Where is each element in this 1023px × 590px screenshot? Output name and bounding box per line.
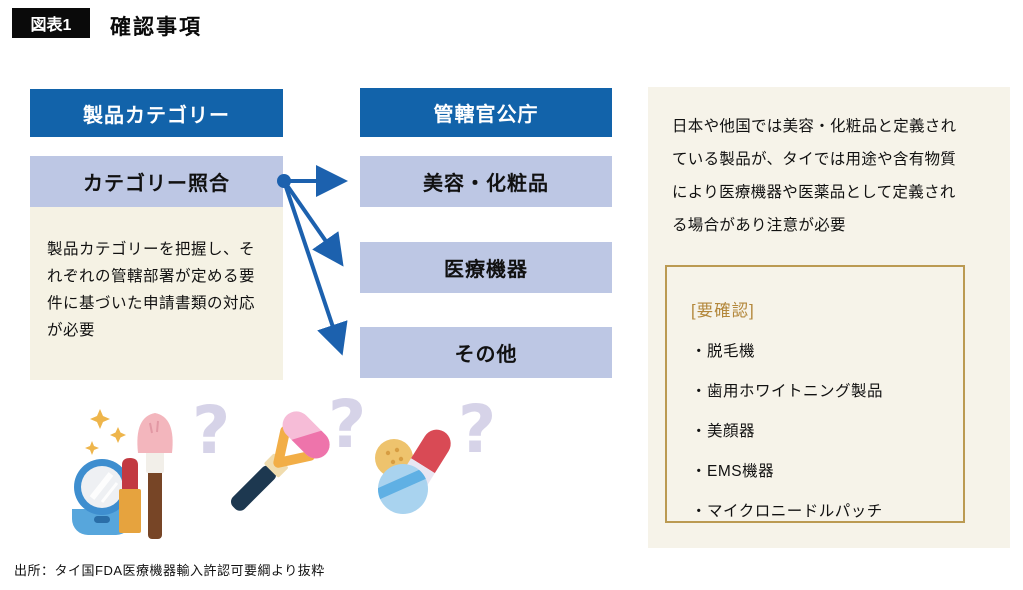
- check-item-teeth-whitening: ・歯用ホワイトニング製品: [691, 383, 884, 400]
- check-item-hair-removal: ・脱毛機: [691, 343, 756, 360]
- source-note: 出所：タイ国FDA医療機器輸入許認可要綱より抜粋: [14, 563, 325, 578]
- figure-number-badge: 図表1: [12, 8, 90, 38]
- caution-panel-text: 日本や他国では美容・化粧品と定義されている製品が、タイでは用途や含有物質により医…: [672, 118, 957, 234]
- category-check-box: カテゴリー照合: [30, 156, 283, 207]
- check-item-microneedle: ・マイクロニードルパッチ: [691, 503, 883, 520]
- figure-title: 確認事項: [110, 16, 202, 39]
- authority-box-medical-device: 医療機器: [360, 242, 612, 293]
- question-mark-icon: ?: [328, 386, 367, 463]
- cosmetics-icon: [72, 409, 173, 539]
- check-item-facial-device: ・美顔器: [691, 423, 756, 440]
- pills-icon: [372, 429, 451, 514]
- question-mark-icon: ?: [458, 391, 497, 468]
- category-check-description: 製品カテゴリーを把握し、それぞれの管轄部署が定める要件に基づいた申請書類の対応が…: [30, 207, 283, 380]
- authority-box-other: その他: [360, 327, 612, 378]
- question-mark-icon: ?: [192, 392, 231, 469]
- check-item-ems-device: ・EMS機器: [691, 463, 775, 480]
- check-required-heading: [要確認]: [691, 302, 755, 320]
- right-column-header: 管轄官公庁: [360, 88, 612, 137]
- authority-box-cosmetics: 美容・化粧品: [360, 156, 612, 207]
- check-required-box: [要確認] ・脱毛機 ・歯用ホワイトニング製品 ・美顔器 ・EMS機器 ・マイク…: [665, 265, 965, 523]
- left-column-header: 製品カテゴリー: [30, 89, 283, 137]
- facial-roller-icon: [230, 411, 336, 511]
- flow-arrows-icon: [277, 165, 348, 356]
